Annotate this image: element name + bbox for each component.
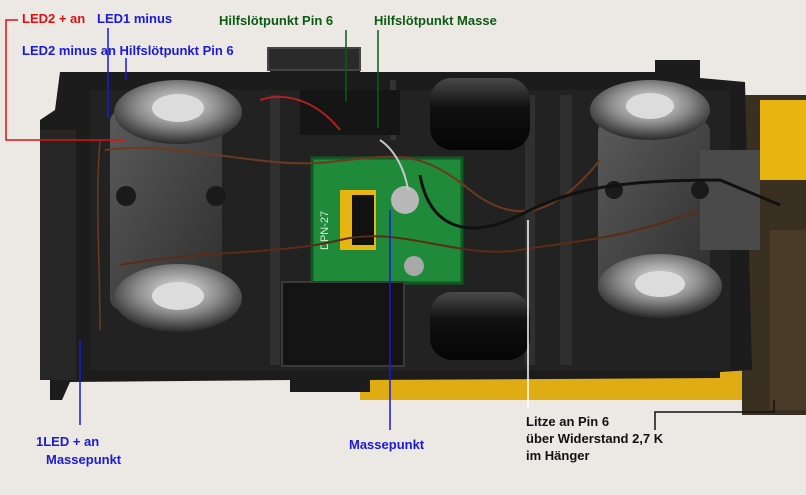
rib [525,95,535,365]
left-wheel-bottom-hub [152,282,204,310]
leader-line-red [5,19,125,141]
label-led2-minus: LED2 minus an Hilfslötpunkt Pin 6 [22,43,234,58]
wire [379,139,409,191]
label-litze-line1: Litze an Pin 6 [526,414,610,429]
label-litze-line3: im Hänger [526,448,590,463]
solder-blob [404,256,424,276]
motor-block [281,281,405,367]
wire [259,95,341,131]
leader-line-black-litze [654,400,775,430]
bolt-hole [691,181,709,199]
rib [560,95,572,365]
decoder-pcb [312,158,462,283]
label-hilfsloetpunkt-masse: Hilfslötpunkt Masse [374,13,497,28]
left-bogie-plate [110,110,222,310]
decoder-print: DPN-27 [319,211,331,250]
bolt-hole [116,186,136,206]
rib [270,95,280,365]
wire [418,174,781,230]
capacitor-top [430,78,530,150]
wire [104,146,601,213]
connector-block [300,90,400,135]
chassis-side-left [40,130,76,380]
label-massepunkt: Massepunkt [349,437,425,452]
label-led1-plus-line2: Massepunkt [46,452,122,467]
label-led1-minus: LED1 minus [97,11,173,26]
label-led2-plus: LED2 + an [22,11,86,26]
label-led1-plus-line1: 1LED + an [36,434,100,449]
right-wheel-bottom-hub [635,271,685,297]
wire [97,139,101,331]
solder-blob [391,186,419,214]
capacitor-bottom [430,292,530,360]
right-bogie-plate [598,120,710,300]
right-bogie-arm [700,150,760,250]
label-hilfsloetpunkt-pin6: Hilfslötpunkt Pin 6 [219,13,334,28]
trailer-dark [770,230,806,410]
wire [119,209,701,266]
left-wheel-top-hub [152,94,204,122]
connector-top [267,47,361,71]
right-wheel-top-hub [626,93,674,119]
label-litze-line2: über Widerstand 2,7 K [526,431,664,446]
black-chip [352,195,374,245]
trailer-yellow [760,100,806,180]
bolt-hole [206,186,226,206]
